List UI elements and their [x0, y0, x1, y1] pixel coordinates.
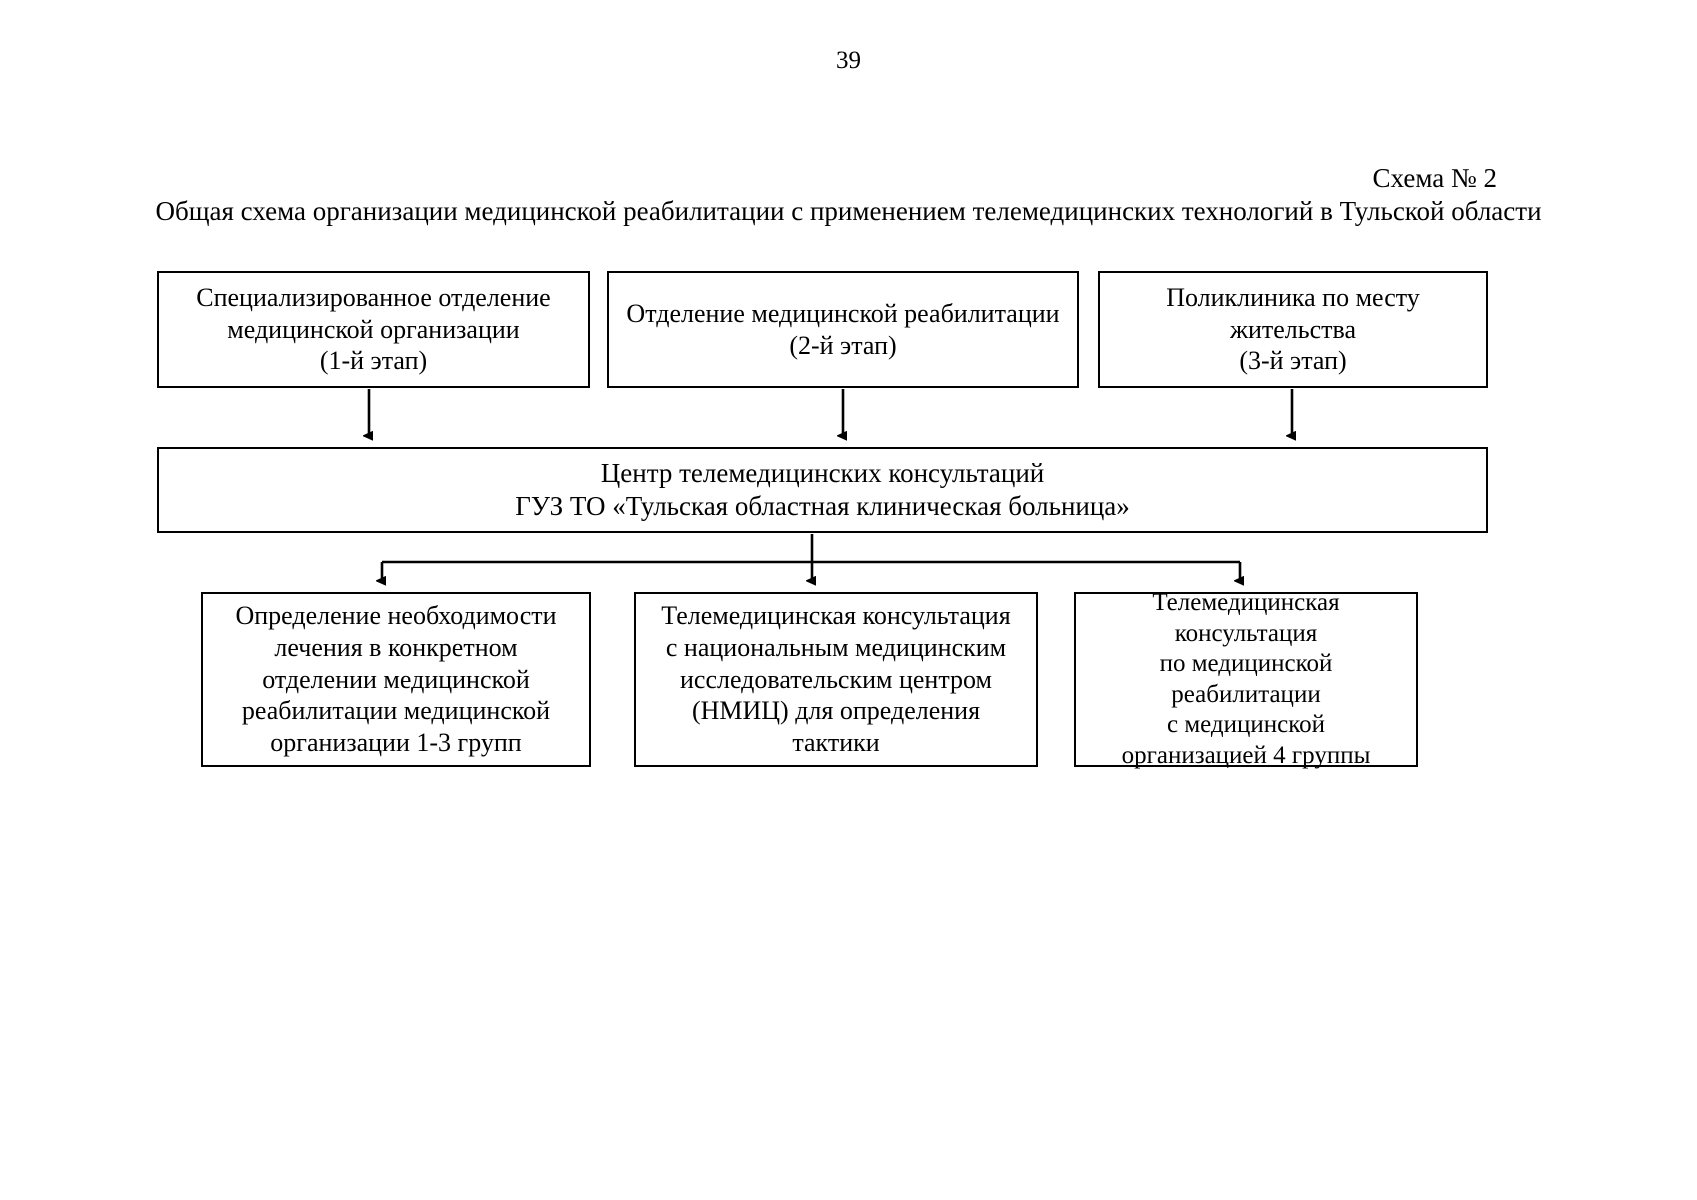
- node-line: реабилитации: [1171, 680, 1321, 708]
- page-number: 39: [836, 47, 861, 74]
- node-polyclinic-stage3[interactable]: Поликлиника по месту жительства (3-й эта…: [1098, 271, 1488, 388]
- node-rehabilitation-department-stage2[interactable]: Отделение медицинской реабилитации (2-й …: [607, 271, 1079, 388]
- node-line: (1-й этап): [319, 346, 428, 376]
- node-line: (НМИЦ) для определения: [691, 696, 981, 726]
- node-consultation-with-group4-org[interactable]: Телемедицинская консультация по медицинс…: [1074, 589, 1418, 769]
- node-line: медицинской организации: [227, 314, 520, 344]
- node-line: ГУЗ ТО «Тульская областная клиническая б…: [515, 491, 1130, 521]
- node-line: организацией 4 группы: [1121, 741, 1371, 769]
- node-line: реабилитации медицинской: [241, 696, 551, 726]
- node-line: (2-й этап): [789, 330, 897, 360]
- node-telemedicine-center[interactable]: Центр телемедицинских консультаций ГУЗ Т…: [157, 447, 1488, 533]
- node-line: Поликлиника по месту: [1166, 282, 1420, 312]
- node-line: исследовательским центром: [680, 664, 992, 694]
- node-line: отделении медицинской: [262, 664, 530, 694]
- node-specialized-department-stage1[interactable]: Специализированное отделение медицинской…: [157, 271, 590, 388]
- node-line: Отделение медицинской реабилитации: [626, 298, 1060, 328]
- node-line: консультация: [1174, 619, 1318, 647]
- node-line: жительства: [1230, 314, 1356, 344]
- node-line: с национальным медицинским: [665, 632, 1007, 662]
- node-line: (3-й этап): [1239, 346, 1347, 376]
- node-line: Центр телемедицинских консультаций: [600, 458, 1045, 489]
- node-line: тактики: [792, 728, 880, 758]
- node-line: лечения в конкретном: [274, 632, 518, 662]
- node-line: Специализированное отделение: [196, 282, 551, 312]
- scheme-label: Схема № 2: [1372, 163, 1497, 193]
- node-line: организации 1-3 групп: [270, 728, 522, 758]
- node-line: Определение необходимости: [235, 601, 557, 631]
- node-line: Телемедицинская консультация: [661, 601, 1011, 631]
- node-determine-treatment-need[interactable]: Определение необходимости лечения в конк…: [201, 592, 591, 767]
- node-consultation-with-nmic[interactable]: Телемедицинская консультация с националь…: [634, 592, 1038, 767]
- connector-center-to-bottom-bus: [382, 534, 1240, 581]
- node-line: с медицинской: [1166, 711, 1326, 738]
- node-line: по медицинской: [1159, 650, 1333, 677]
- scheme-title: Общая схема организации медицинской реаб…: [155, 196, 1542, 226]
- node-line: Телемедицинская: [1152, 589, 1340, 616]
